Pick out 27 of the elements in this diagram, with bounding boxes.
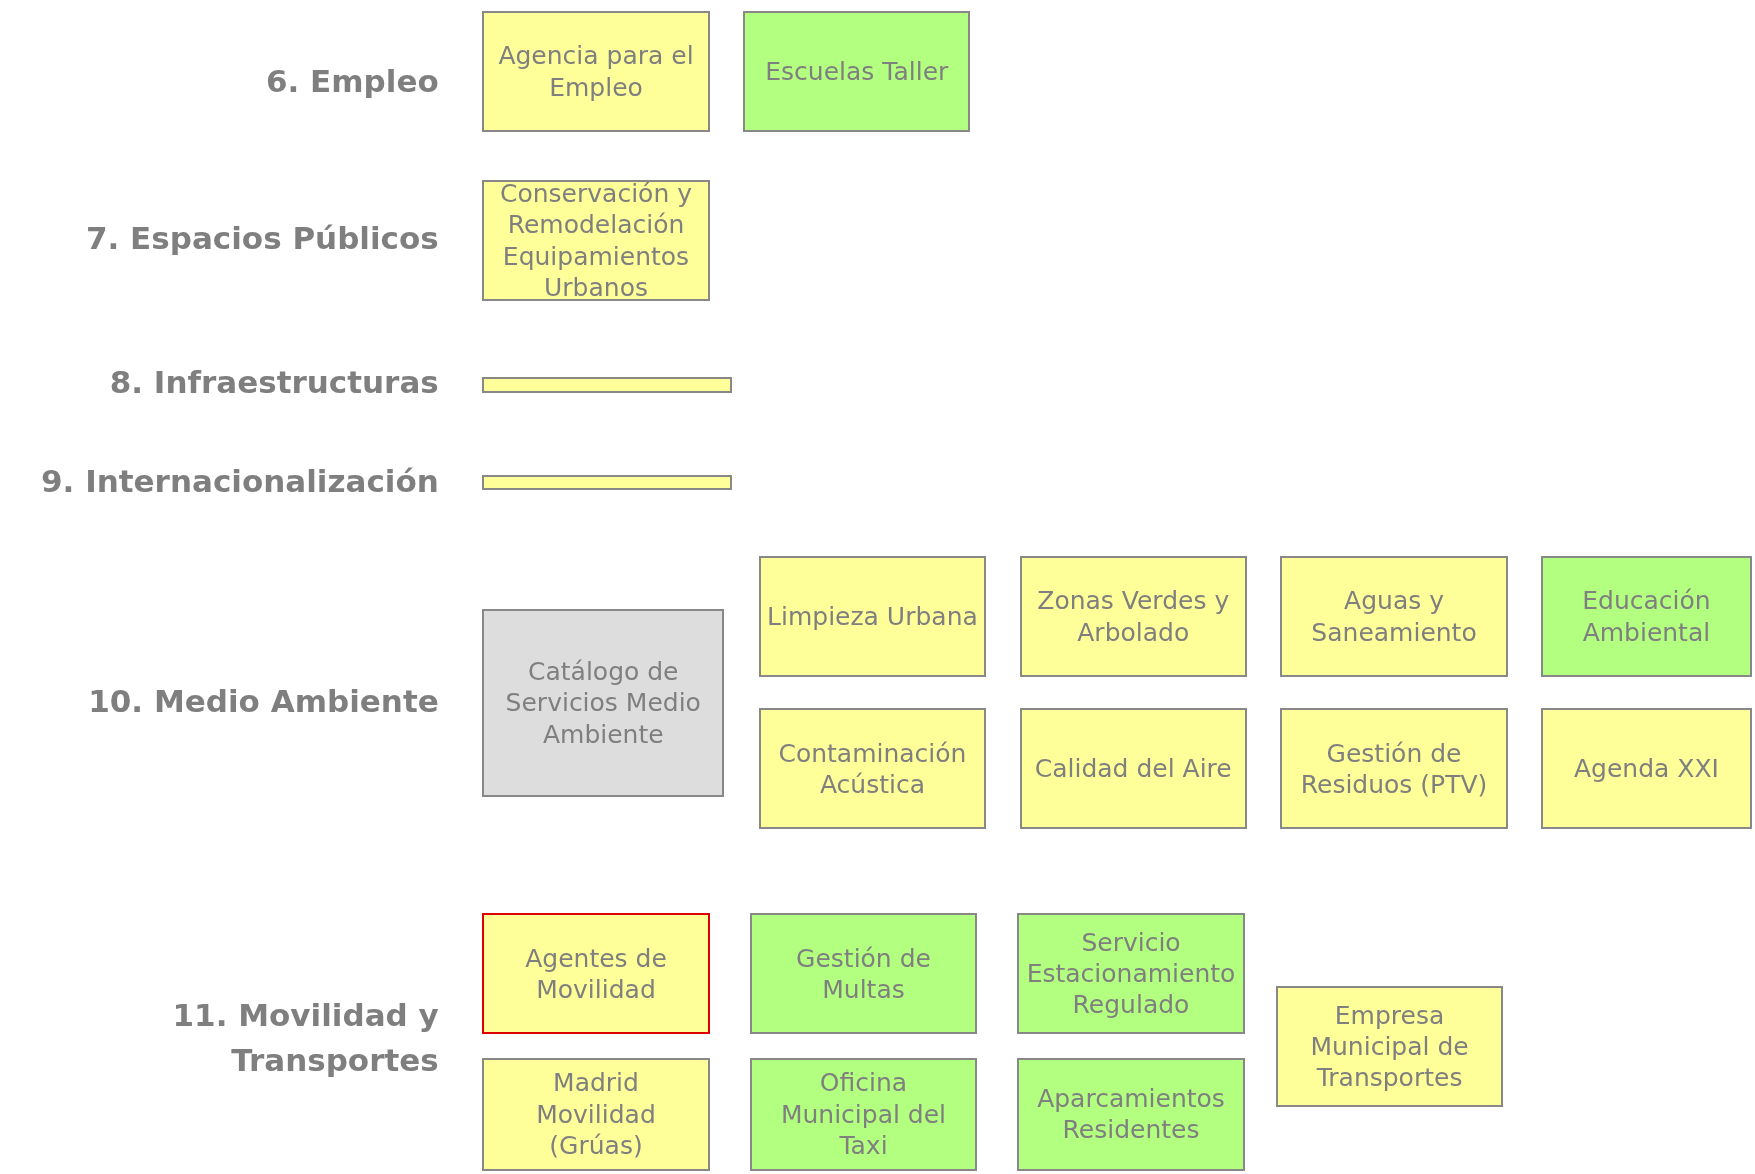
row-heading: 6. Empleo	[265, 62, 439, 102]
service-box: Escuelas Taller	[743, 11, 971, 133]
service-box: Madrid Movilidad (Grúas)	[482, 1057, 710, 1171]
service-box: Agencia para el Empleo	[482, 11, 710, 133]
bar-shape	[482, 474, 732, 491]
service-box: Aparcamientos Residentes	[1017, 1057, 1245, 1171]
service-box: Servicio Estacionamiento Regulado	[1017, 913, 1245, 1035]
service-box: Aguas y Saneamiento	[1280, 556, 1508, 678]
row-heading: 7. Espacios Públicos	[84, 218, 439, 258]
row-heading: 8. Infraestructuras	[108, 363, 439, 403]
service-box: Catálogo de Servicios Medio Ambiente	[482, 608, 725, 797]
service-box: Agentes de Movilidad	[482, 913, 710, 1035]
service-box: Conservación y Remodelación Equipamientos Urbanos	[482, 180, 710, 302]
service-box: Agenda XXI	[1541, 708, 1752, 830]
bar-shape	[482, 377, 732, 393]
service-box: Gestión de Residuos (PTV)	[1280, 708, 1508, 830]
row-heading: 10. Medio Ambiente	[87, 682, 439, 722]
service-box: Limpieza Urbana	[758, 556, 987, 678]
service-box: Empresa Municipal de Transportes	[1275, 986, 1504, 1107]
service-box: Zonas Verdes y Arbolado	[1019, 556, 1247, 678]
service-box: Educación Ambiental	[1541, 556, 1752, 678]
service-box: Oficina Municipal del Taxi	[749, 1057, 978, 1171]
row-heading: 9. Internacionalización	[40, 461, 439, 501]
service-box: Contaminación Acústica	[758, 708, 987, 830]
service-box: Gestión de Multas	[749, 913, 978, 1035]
row-heading: 11. Movilidad y Transportes	[171, 995, 439, 1080]
service-box: Calidad del Aire	[1019, 708, 1247, 830]
